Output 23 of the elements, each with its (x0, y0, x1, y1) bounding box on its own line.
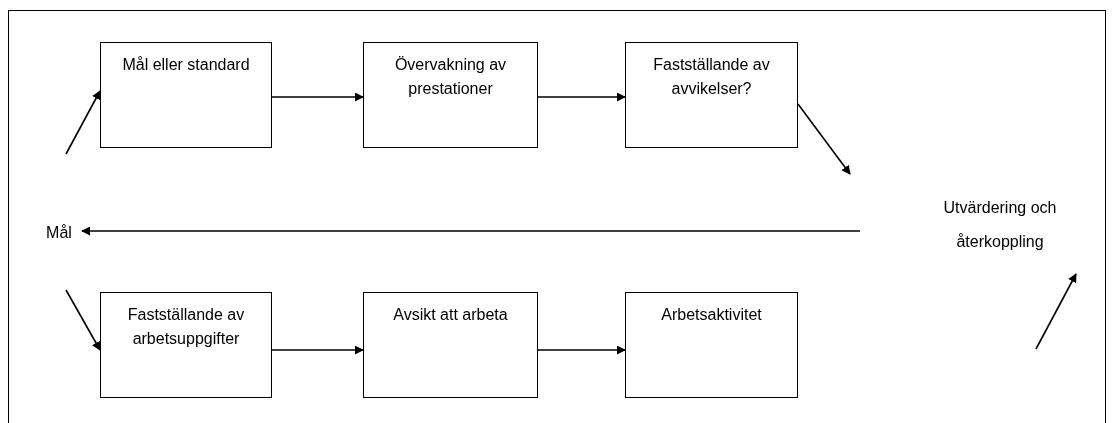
arrow (81, 226, 861, 236)
process-box (100, 42, 272, 148)
box-label: Avsikt att arbeta (392, 305, 509, 325)
process-box (625, 42, 798, 148)
box-label: Fastställande av arbetsuppgifter (126, 305, 246, 349)
arrow (1035, 273, 1077, 350)
box-label: Arbetsaktivitet (660, 305, 763, 325)
arrow (797, 103, 851, 175)
arrow (537, 92, 626, 102)
node-text: Mål (36, 218, 82, 248)
arrow (537, 345, 626, 355)
box-label: Övervakning av prestationer (393, 55, 508, 99)
process-box (625, 292, 798, 398)
box-label: Fastställande av avvikelser? (652, 55, 771, 99)
box-label: Mål eller standard (121, 55, 251, 75)
arrow (271, 92, 364, 102)
arrow (271, 345, 364, 355)
process-box (363, 292, 538, 398)
arrow (65, 90, 101, 155)
process-box (363, 42, 538, 148)
process-box (100, 292, 272, 398)
node-text: Utvärdering och återkoppling (860, 176, 1100, 274)
arrow (65, 289, 101, 351)
